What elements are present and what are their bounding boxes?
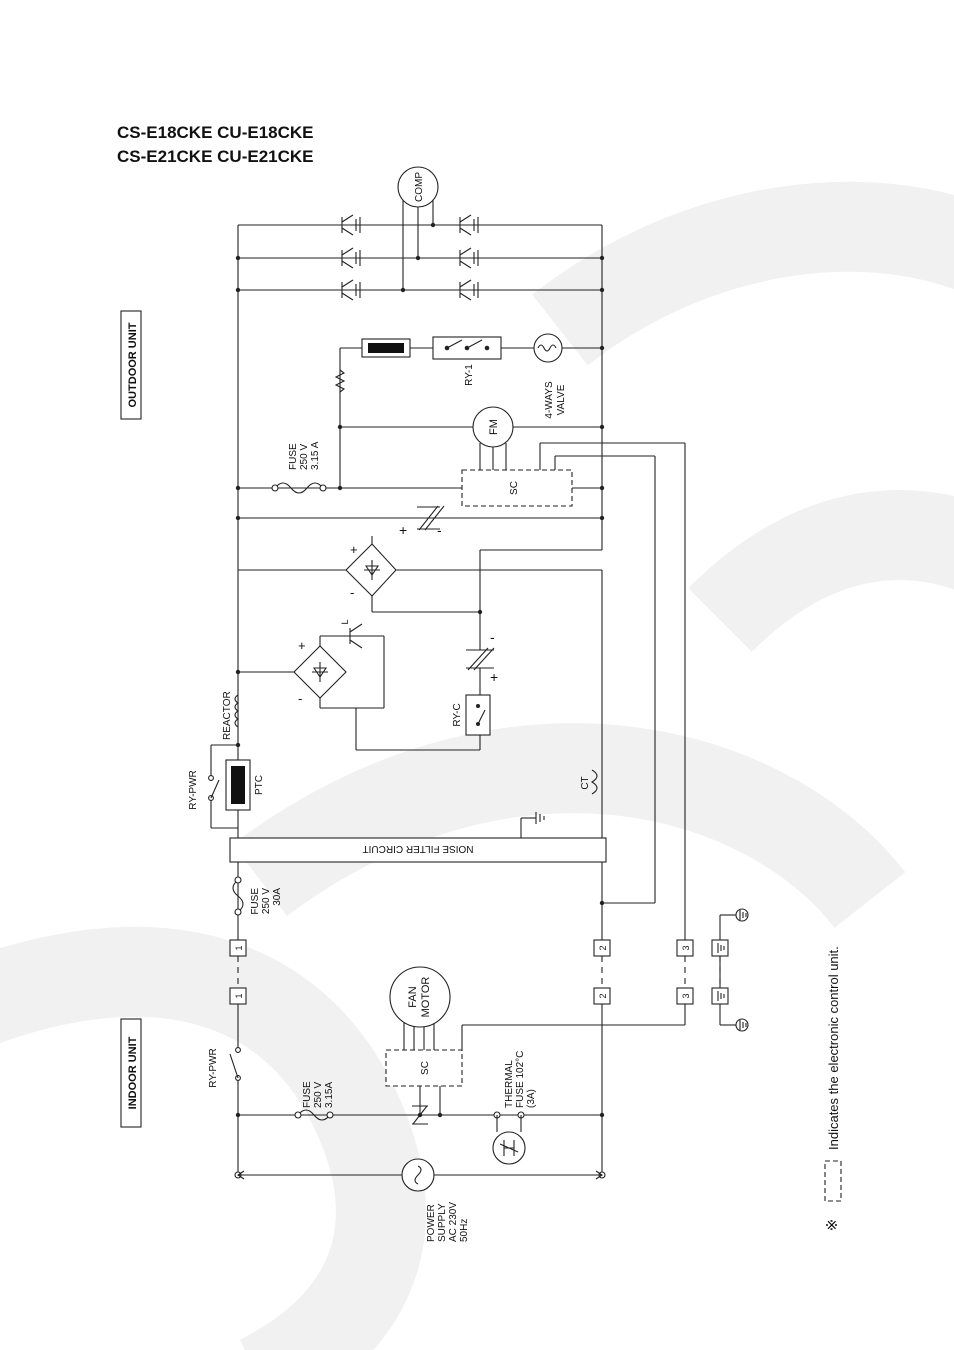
- svg-text:FUSE: FUSE: [250, 888, 261, 915]
- svg-text:1: 1: [234, 993, 244, 998]
- svg-text:CT: CT: [580, 776, 591, 789]
- svg-text:250 V: 250 V: [299, 444, 310, 470]
- svg-text:+: +: [399, 522, 407, 538]
- svg-text:AC 230V: AC 230V: [448, 1202, 459, 1242]
- noise-filter-circuit: NOISE FILTER CIRCUIT: [229, 812, 607, 863]
- svg-text:RY-PWR: RY-PWR: [188, 770, 199, 809]
- indoor-unit-label: INDOOR UNIT: [120, 1018, 142, 1128]
- svg-text:FUSE: FUSE: [288, 443, 299, 470]
- interconnect-wiring: [237, 442, 686, 940]
- svg-text:RY-PWR: RY-PWR: [208, 1048, 219, 1087]
- svg-text:250 V: 250 V: [261, 888, 272, 914]
- svg-text:MOTOR: MOTOR: [420, 977, 432, 1018]
- svg-text:VALVE: VALVE: [556, 384, 567, 415]
- footnote-text: Indicates the electronic control unit.: [826, 946, 841, 1150]
- ry-c-relay: - + RY-C: [355, 629, 498, 751]
- earth-symbols: [711, 908, 749, 1032]
- svg-text:+: +: [298, 638, 306, 653]
- compressor-symbol: COMP: [397, 166, 439, 208]
- svg-text:COMP: COMP: [414, 172, 425, 202]
- svg-text:30A: 30A: [272, 888, 283, 906]
- svg-text:-: -: [490, 629, 495, 645]
- svg-text:SUPPLY: SUPPLY: [437, 1203, 448, 1242]
- svg-text:3.15A: 3.15A: [324, 1082, 335, 1108]
- main-fuse-30a: FUSE 250 V 30A: [232, 876, 283, 916]
- indoor-fuse: FUSE 250 V 3.15A: [294, 1081, 335, 1121]
- svg-text:2: 2: [598, 993, 608, 998]
- svg-text:SC: SC: [420, 1061, 431, 1075]
- svg-text:OUTDOOR UNIT: OUTDOOR UNIT: [127, 322, 139, 407]
- svg-text:POWER: POWER: [426, 1204, 437, 1242]
- svg-text:2: 2: [598, 945, 608, 950]
- outdoor-fan-motor: FM: [472, 406, 514, 470]
- svg-text:FUSE 102°C: FUSE 102°C: [515, 1051, 526, 1108]
- svg-text:3: 3: [681, 945, 691, 950]
- svg-text:※: ※: [824, 1219, 841, 1232]
- right-rail-ct: CT: [580, 570, 603, 838]
- svg-text:50Hz: 50Hz: [459, 1219, 470, 1242]
- igbt-transistors: [341, 214, 479, 301]
- svg-text:RY-C: RY-C: [452, 703, 463, 726]
- svg-text:L: L: [340, 619, 350, 624]
- svg-text:INDOOR UNIT: INDOOR UNIT: [127, 1036, 139, 1109]
- svg-text:FM: FM: [488, 419, 500, 435]
- svg-text:FAN: FAN: [407, 986, 419, 1007]
- thermal-fuse: THERMAL FUSE 102°C (3A): [492, 1051, 537, 1165]
- svg-text:(3A): (3A): [526, 1089, 537, 1108]
- svg-text:4-WAYS: 4-WAYS: [544, 381, 555, 419]
- svg-text:SC: SC: [509, 481, 520, 495]
- svg-text:NOISE FILTER CIRCUIT: NOISE FILTER CIRCUIT: [363, 843, 474, 854]
- svg-text:3: 3: [681, 993, 691, 998]
- ry-1-label: RY-1: [464, 364, 475, 386]
- svg-text:-: -: [298, 691, 302, 706]
- footnote: ※ Indicates the electronic control unit.: [824, 946, 842, 1232]
- outdoor-ry-pwr-ptc: PTC RY-PWR: [188, 742, 265, 838]
- svg-text:PTC: PTC: [254, 775, 265, 795]
- indoor-fan-motor: FAN MOTOR SC: [385, 966, 463, 1125]
- title-line-1: CS-E18CKE CU-E18CKE: [117, 123, 314, 142]
- svg-text:3.15 A: 3.15 A: [310, 441, 321, 470]
- svg-text:+: +: [490, 669, 498, 685]
- outdoor-sc-unit: SC: [461, 469, 573, 507]
- terminal-blocks: 1 2 3 1 2 3: [229, 939, 694, 1005]
- main-bridge-rectifier: + -: [238, 536, 602, 650]
- outdoor-relay-row: RY-1 4-WAYS VALVE: [334, 333, 567, 419]
- title-line-2: CS-E21CKE CU-E21CKE: [117, 147, 314, 166]
- svg-text:1: 1: [234, 945, 244, 950]
- outdoor-fuse: FUSE 250 V 3.15 A: [271, 441, 327, 494]
- pfc-section: + - L REACTOR: [222, 570, 385, 745]
- svg-text:-: -: [350, 585, 354, 600]
- svg-text:FUSE: FUSE: [302, 1081, 313, 1108]
- dc-link-capacitor: + -: [399, 505, 445, 538]
- power-supply: POWER SUPPLY AC 230V 50Hz: [401, 1158, 470, 1242]
- svg-text:REACTOR: REACTOR: [222, 691, 233, 740]
- indoor-ry-pwr: RY-PWR: [208, 1047, 244, 1088]
- svg-text:250 V: 250 V: [313, 1082, 324, 1108]
- outdoor-unit-label: OUTDOOR UNIT: [120, 310, 142, 420]
- svg-text:+: +: [350, 542, 358, 557]
- svg-text:-: -: [437, 522, 442, 538]
- svg-text:THERMAL: THERMAL: [504, 1060, 515, 1108]
